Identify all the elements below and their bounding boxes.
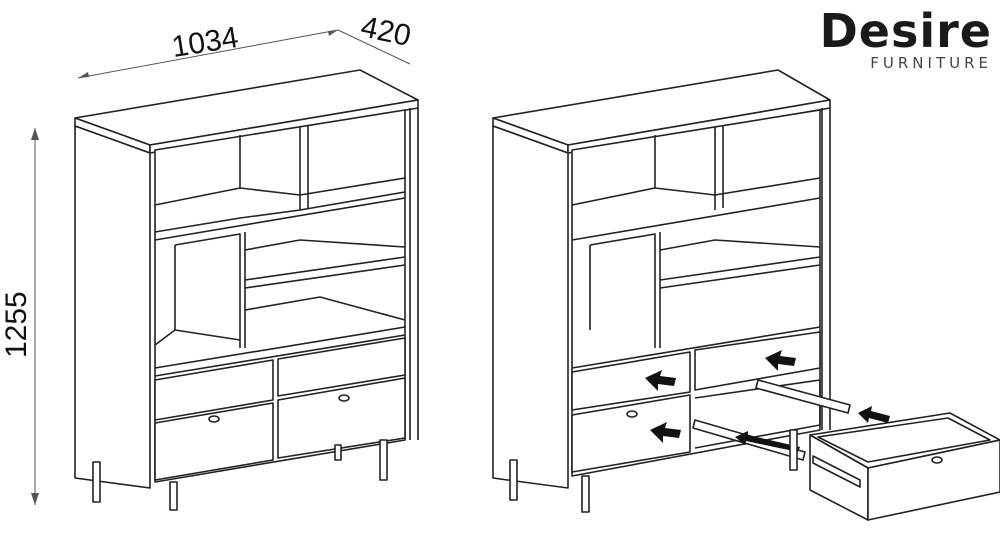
logo-subtitle: FURNITURE [870,54,992,72]
depth-label: 420 [358,10,414,53]
arrow-icon [645,350,890,452]
height-label: 1255 [0,291,33,358]
drawer-knob [208,415,220,423]
drawer-slide [755,379,851,414]
leg [379,439,388,481]
leg [92,461,101,503]
width-label: 1034 [169,21,240,64]
leg [169,481,178,511]
cabinet-assembled [74,69,419,511]
leg [334,444,342,461]
dimension-width: 1034 [77,21,339,79]
drawer-front [154,402,274,481]
drawer-front [154,359,274,421]
dimension-depth: 420 [337,10,414,65]
cabinet-drawer-assembly [492,69,1000,521]
drawer-front [277,337,406,397]
drawer-front [277,377,406,459]
loose-drawer [809,412,1000,521]
brand-logo: Desire FURNITURE [820,4,992,72]
side-panel [74,125,151,489]
drawer-knob [338,394,350,402]
dimension-height: 1255 [0,128,39,505]
logo-brand: Desire [819,4,992,58]
